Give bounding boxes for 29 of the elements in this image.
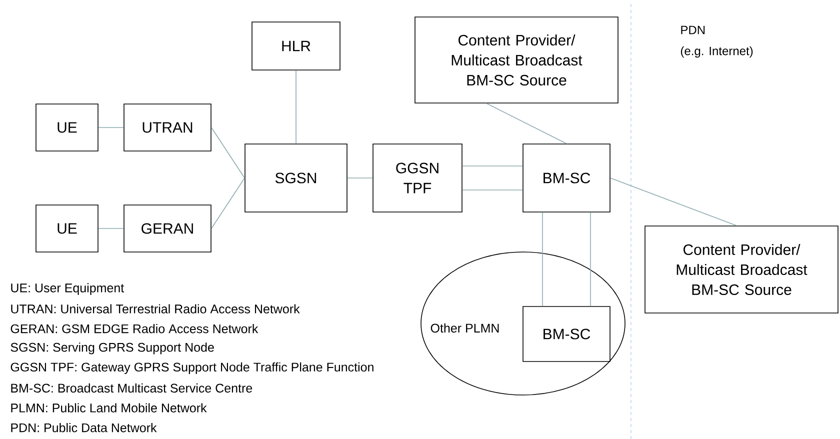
legend-text: UTRAN: Universal Terrestrial Radio Access Network xyxy=(11,304,300,314)
legend-text: BM-SC: Broadcast Multicast Service Centre xyxy=(11,383,252,393)
connector-line xyxy=(486,103,567,144)
process-box: GGSN TPF xyxy=(372,144,462,212)
region-label: PDN xyxy=(681,26,705,34)
process-box: HLR xyxy=(252,22,340,70)
region-label: (e.g. Internet) xyxy=(680,46,753,58)
connector-line xyxy=(211,178,245,229)
process-box: BM-SC xyxy=(522,306,610,362)
process-box: BM-SC xyxy=(522,144,610,212)
legend-text: SGSN: Serving GPRS Support Node xyxy=(10,342,214,354)
legend-text: UE: User Equipment xyxy=(11,283,124,295)
legend-text: PDN: Public Data Network xyxy=(11,423,157,432)
connector-line xyxy=(590,212,591,306)
process-box: UTRAN xyxy=(124,104,212,152)
legend-text: PLMN: Public Land Mobile Network xyxy=(11,403,207,412)
connector-line xyxy=(98,127,124,128)
connector-line xyxy=(542,212,543,306)
connector-line xyxy=(610,178,737,226)
process-box: GERAN xyxy=(124,204,212,252)
connector-line xyxy=(98,228,124,229)
process-box: SGSN xyxy=(244,144,348,212)
process-box: UE xyxy=(36,104,98,152)
process-box: UE xyxy=(36,204,98,252)
legend-text: GGSN TPF: Gateway GPRS Support Node Traffic Plane Function xyxy=(10,362,374,374)
legend-text: GERAN: GSM EDGE Radio Access Network xyxy=(10,324,258,334)
source-box: Content Provider/ Multicast Broadcast BM-SC Source xyxy=(644,226,838,314)
source-box: Content Provider/ Multicast Broadcast BM-SC Source xyxy=(414,16,618,104)
connector-line xyxy=(211,127,245,178)
